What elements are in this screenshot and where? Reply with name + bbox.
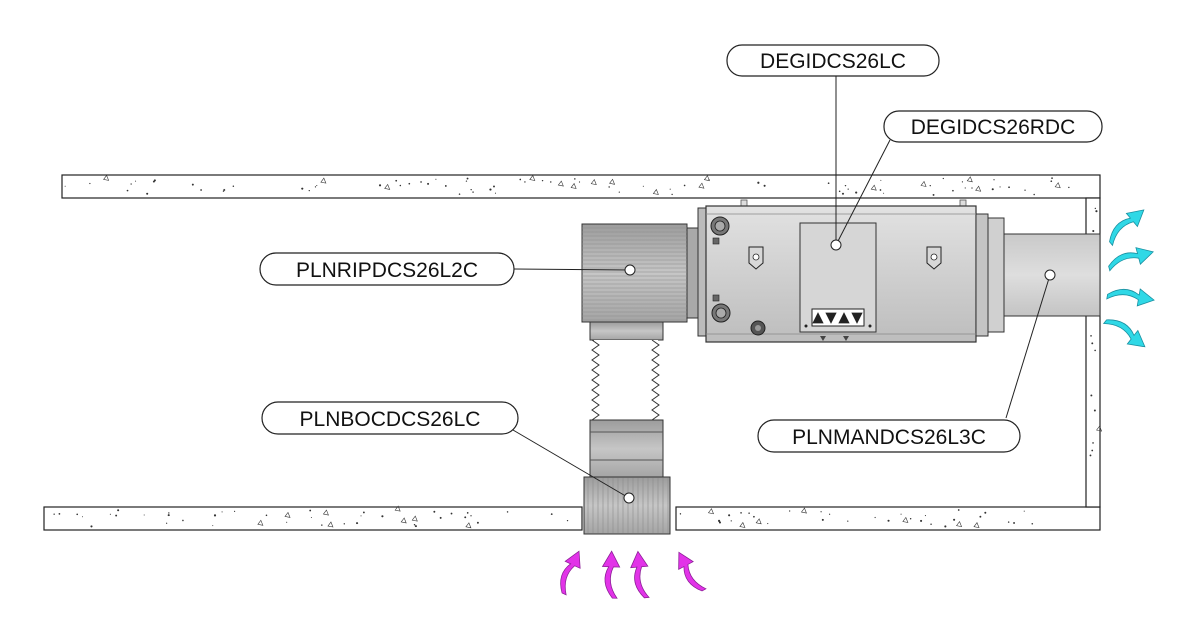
curved-arrow-icon [601,550,621,599]
drain-knob-icon [750,320,766,336]
concrete-slabs [43,174,1103,531]
outlet-airflow-arrows [1102,209,1155,348]
callout-inlet-plenum-text: PLNRIPDCS26L2C [296,259,478,282]
inlet-plenum [581,223,700,323]
callout-mouth-plenum: PLNBOCDCS26LC [261,401,519,435]
curved-arrow-icon [678,551,707,592]
curved-arrow-icon [1106,288,1155,307]
lower-slab-right [675,506,1101,531]
connector-bottom-icon [711,303,731,323]
callout-fan-unit-panel: DEGIDCS26RDC [883,110,1103,143]
concrete-texture [53,174,1103,529]
anchor-dots [623,239,1056,504]
warning-triangle-icon [812,312,824,324]
bracket-right-icon [926,246,942,270]
callout-fan-unit-panel-text: DEGIDCS26RDC [911,116,1076,139]
warning-triangle-icon [851,312,863,324]
upper-slab [61,174,1101,199]
callout-inlet-plenum: PLNRIPDCS26L2C [259,252,515,286]
warning-triangle-icon [825,312,837,324]
callout-outlet-plenum: PLNMANDCS26L3C [757,419,1021,453]
curved-arrow-icon [1102,319,1146,348]
curved-arrow-icon [630,550,650,599]
fan-unit [697,199,1005,343]
lower-slab-left [43,506,583,531]
callout-outlet-plenum-text: PLNMANDCS26L3C [792,426,986,449]
inlet-airflow-arrows [560,550,707,599]
bracket-left-icon [748,246,764,270]
warning-triangle-icon [838,312,850,324]
flexible-duct [589,321,664,479]
callout-fan-unit: DEGIDCS26LC [726,44,940,77]
curved-arrow-icon [1108,247,1154,272]
mouth-plenum [583,476,671,535]
leader-lines [512,76,1051,499]
connector-top-icon [710,216,730,236]
callout-mouth-plenum-text: PLNBOCDCS26LC [300,408,481,431]
curved-arrow-icon [560,550,581,596]
callout-fan-unit-text: DEGIDCS26LC [760,50,906,73]
curved-arrow-icon [1109,209,1145,247]
